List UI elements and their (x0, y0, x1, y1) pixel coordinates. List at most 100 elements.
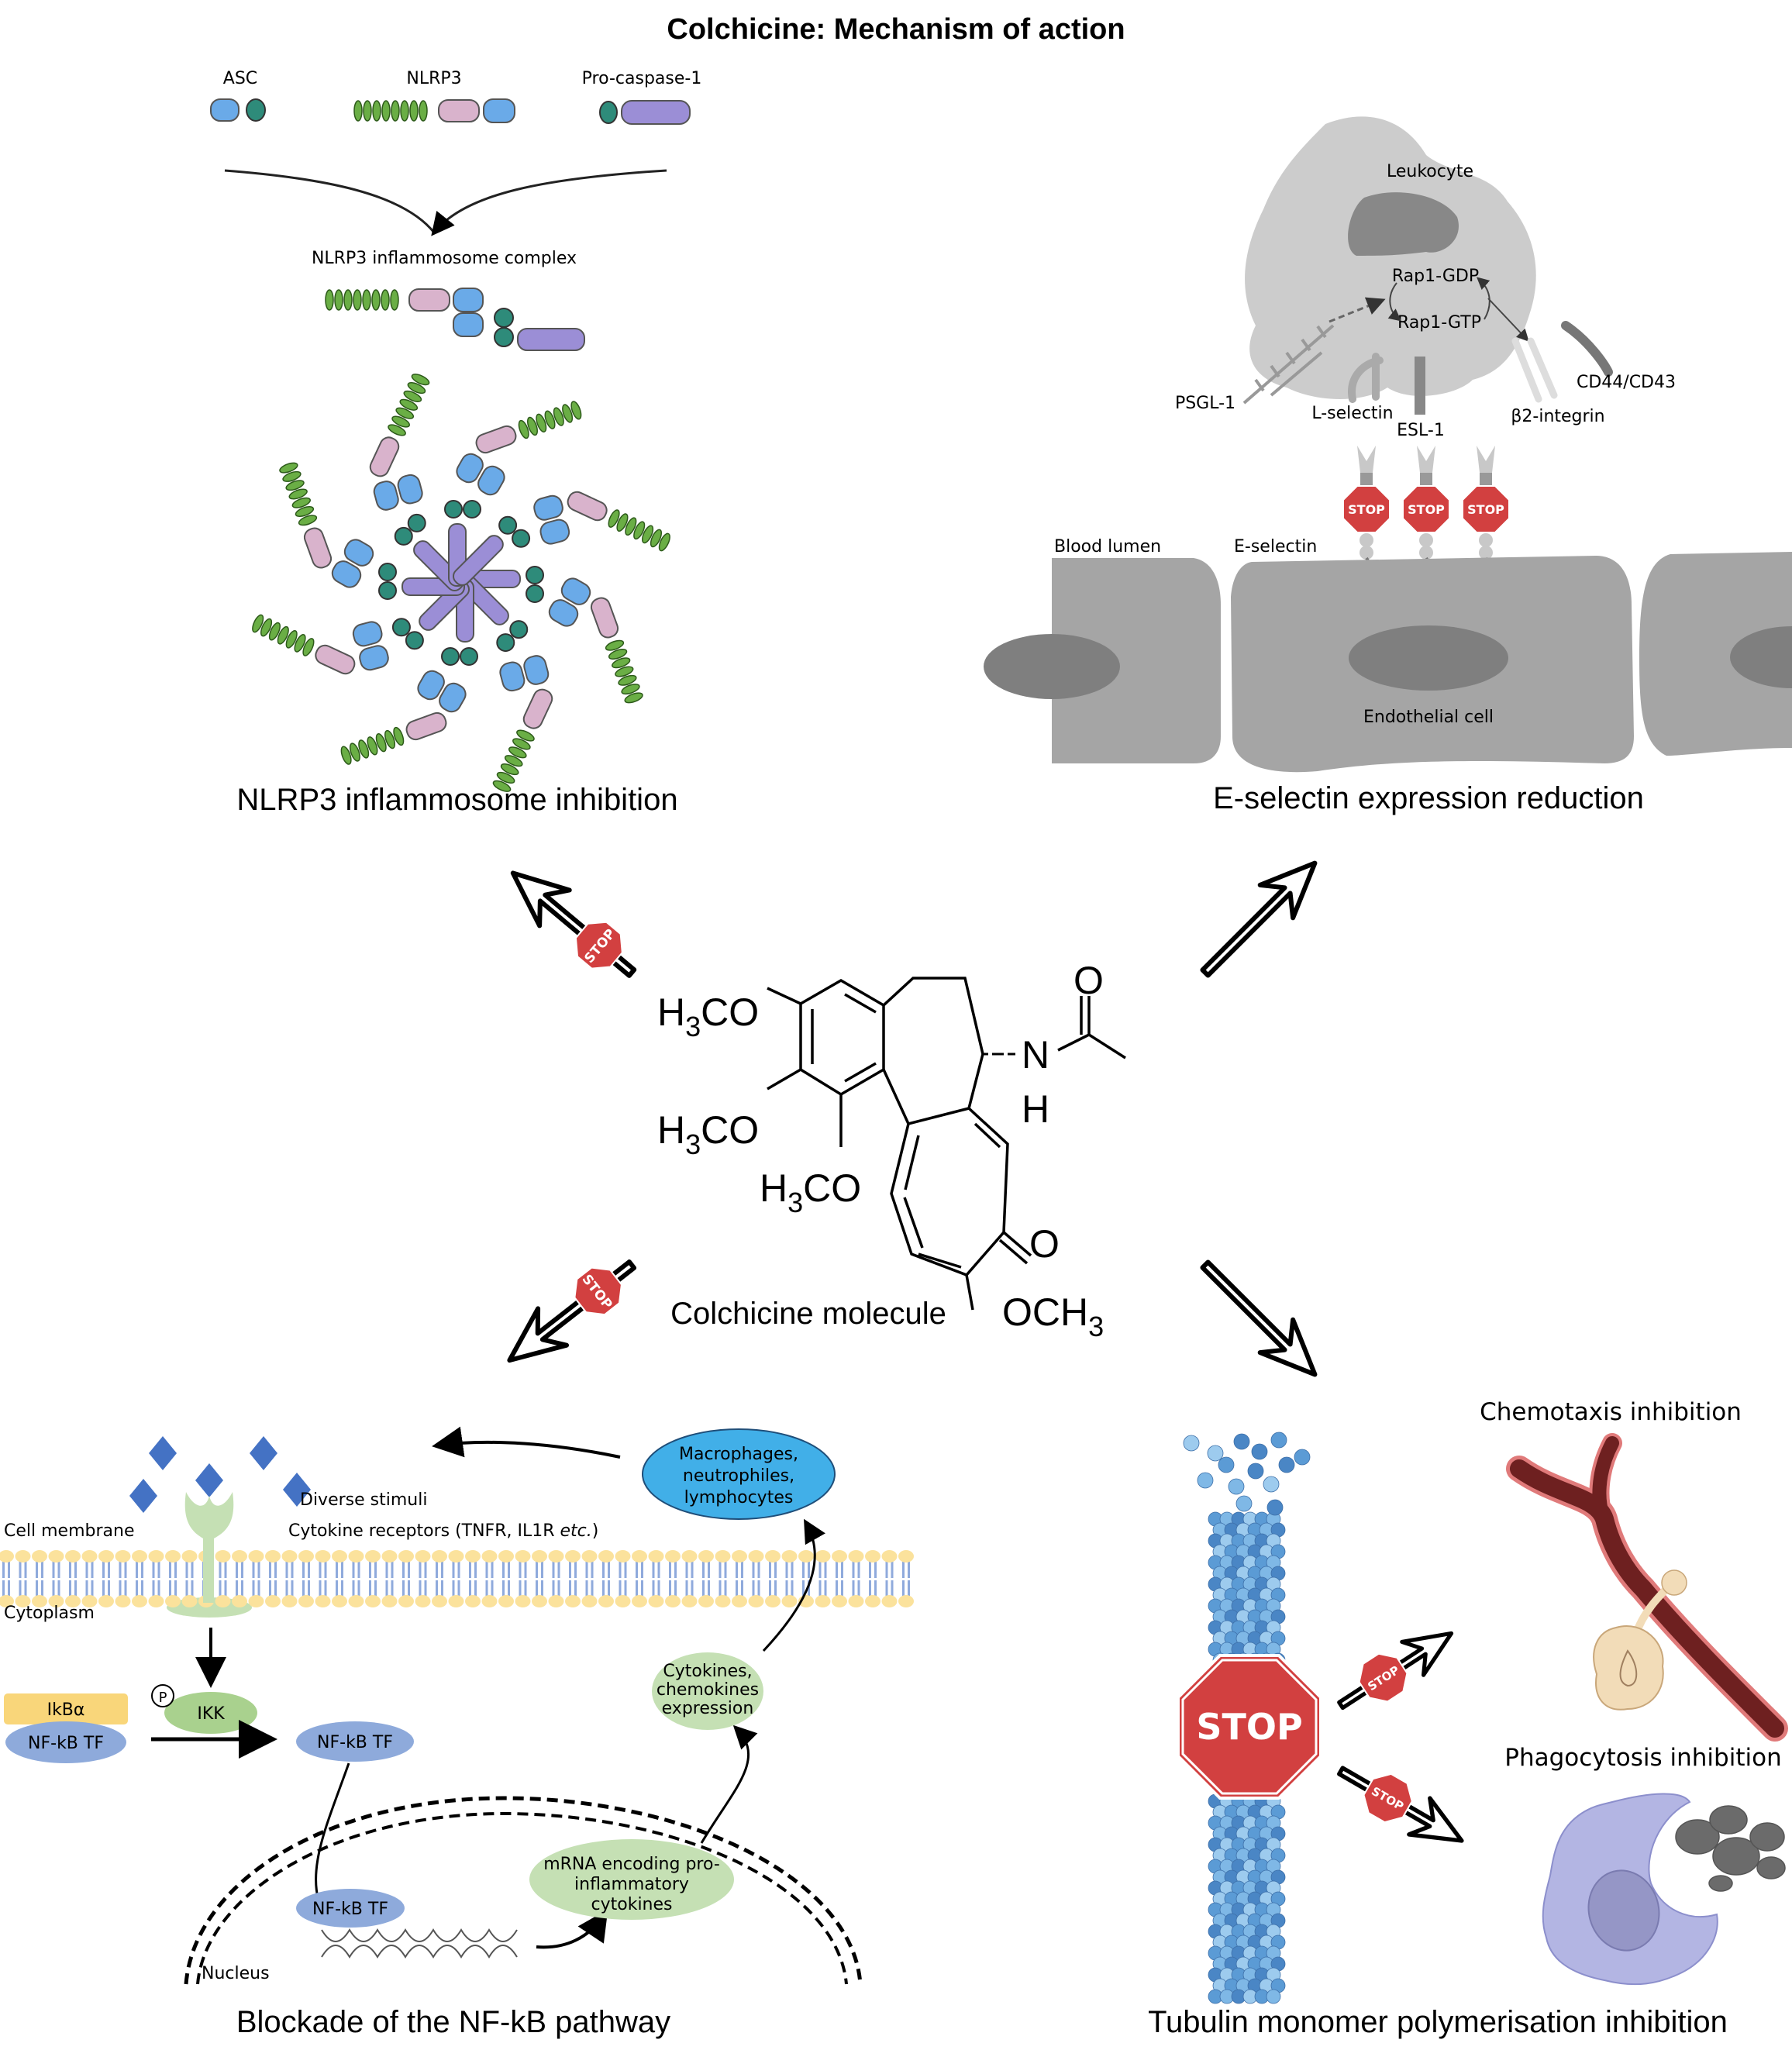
eselectin-label: E-selectin (1234, 537, 1317, 556)
arrow-to-chemotaxis: STOP (1328, 1614, 1463, 1724)
amide-hydrogen: H (1022, 1087, 1049, 1131)
asc-label: ASC (223, 69, 257, 88)
leukocyte-label: Leukocyte (1387, 162, 1473, 181)
leukocyte-nucleus (1348, 192, 1459, 256)
h3co-1: H3CO (657, 991, 759, 1042)
arrow-to-phagocytosis: STOP (1330, 1752, 1473, 1860)
colchicine-molecule (767, 977, 1126, 1311)
inflammasome-arm (279, 462, 465, 600)
stop-sign-icon: STOP (1462, 485, 1510, 533)
cytoplasm-label: Cytoplasm (4, 1604, 95, 1623)
stimuli-label: Diverse stimuli (300, 1490, 427, 1510)
nfkb-panel: Diverse stimuli Cell membrane Cytokine r… (0, 1426, 914, 2039)
mrna-node (529, 1839, 734, 1920)
eselectin-caption: E-selectin expression reduction (1213, 781, 1644, 815)
arrow-to-nfkb: STOP (495, 1246, 646, 1378)
ikk-node (164, 1692, 257, 1734)
phospho-label: P (159, 1690, 167, 1706)
nfkb-node-2 (296, 1721, 414, 1762)
cytokines-line2: chemokines (656, 1680, 759, 1700)
amide-oxygen: O (1073, 959, 1104, 1002)
esl1-receptor (1415, 357, 1425, 415)
dna-helix-icon (321, 1928, 518, 1959)
mrna-line2: inflammatory (574, 1875, 689, 1894)
receptors-label: Cytokine receptors (TNFR, IL1R etc.) (288, 1521, 598, 1541)
migrating-leukocyte (1593, 1569, 1687, 1711)
esl1-label: ESL-1 (1397, 421, 1445, 440)
phagocytosis-label: Phagocytosis inhibition (1504, 1744, 1781, 1772)
cytokines-line3: expression (662, 1699, 754, 1718)
complex-label: NLRP3 inflammosome complex (312, 249, 577, 268)
cytokine-receptor (184, 1492, 234, 1600)
ketone-oxygen: O (1029, 1222, 1060, 1266)
rap1-gtp-label: Rap1-GTP (1397, 313, 1481, 332)
svg-text:STOP: STOP (1348, 502, 1385, 517)
procaspase-label: Pro-caspase-1 (582, 69, 702, 88)
inflammasome-arm (444, 401, 582, 587)
ikba-label: IkBα (47, 1700, 85, 1720)
asc-protein (210, 98, 266, 122)
immune-cells-node (642, 1428, 836, 1520)
nfkb-label-1: NF-kB TF (28, 1734, 104, 1753)
endothelial-cell-right (1639, 552, 1792, 756)
chemotaxis-label: Chemotaxis inhibition (1480, 1398, 1742, 1426)
b2integrin-label: β2-integrin (1511, 407, 1604, 426)
svg-text:STOP: STOP (1196, 1706, 1302, 1748)
immune-cells-line3: lymphocytes (684, 1488, 794, 1507)
ikba-box (4, 1693, 128, 1724)
endothelial-cell-left (1052, 558, 1221, 763)
svg-text:STOP: STOP (1408, 502, 1445, 517)
inflammasome-arm (453, 491, 670, 586)
inflammasome-wheel (252, 374, 670, 792)
inflammasome-complex (325, 288, 585, 351)
nlrp3-label: NLRP3 (406, 69, 461, 88)
nfkb-caption: Blockade of the NF-kB pathway (236, 2005, 670, 2039)
endothelial-label: Endothelial cell (1363, 708, 1494, 727)
nitrogen-atom: N (1022, 1033, 1049, 1077)
mrna-line1: mRNA encoding pro- (543, 1855, 720, 1874)
b2integrin-receptor (1511, 337, 1558, 403)
nfkb-label-2: NF-kB TF (317, 1733, 393, 1752)
lselectin-receptor (1348, 353, 1384, 403)
psgl1-receptor (1242, 324, 1335, 405)
arrow-to-nlrp3: STOP (498, 855, 647, 991)
h3co-3: H3CO (760, 1166, 861, 1218)
molecule-caption: Colchicine molecule (670, 1297, 946, 1331)
blood-vessel (1506, 1433, 1788, 1742)
arrow-to-eselectin (1189, 846, 1332, 989)
cd44-label: CD44/CD43 (1577, 373, 1676, 392)
inflammasome-arm (458, 574, 553, 792)
nlrp3-protein (353, 98, 515, 123)
arrow-to-tubulin (1189, 1249, 1332, 1391)
psgl1-label: PSGL-1 (1175, 394, 1235, 413)
h3co-2: H3CO (657, 1108, 759, 1160)
phospho-icon (151, 1684, 174, 1707)
inflammasome-arm (457, 566, 643, 704)
inflammasome-arm (369, 374, 464, 591)
procaspase-protein (599, 100, 691, 125)
ikk-label: IKK (197, 1704, 225, 1724)
molecule-labels: H3CO H3CO H3CO OCH3 N O H O Colchicine m… (657, 959, 1104, 1342)
eselectin-molecule: STOP (1402, 446, 1450, 606)
mrna-line3: cytokines (591, 1895, 673, 1914)
lselectin-label: L-selectin (1311, 404, 1393, 423)
nfkb-node-3 (296, 1889, 405, 1928)
eselectin-molecule: STOP (1462, 446, 1510, 606)
ligand-diamonds (129, 1436, 311, 1513)
nucleus-label: Nucleus (202, 1964, 270, 1983)
cell-membrane (0, 1549, 914, 1607)
nfkb-label-3: NF-kB TF (312, 1900, 388, 1919)
debris (1675, 1805, 1786, 1892)
rap1-gdp-label: Rap1-GDP (1392, 267, 1479, 286)
nlrp3-caption: NLRP3 inflammosome inhibition (236, 783, 677, 817)
tubulin-panel: STOP STOP STOP Chemotaxis inhibition Pha… (1148, 1398, 1788, 2039)
figure-title: Colchicine: Mechanism of action (667, 13, 1125, 46)
nfkb-node-1 (5, 1721, 126, 1763)
inflammasome-arm (340, 579, 478, 765)
cd44-receptor (1561, 321, 1613, 377)
svg-text:STOP: STOP (1467, 502, 1504, 517)
immune-cells-line2: neutrophiles, (683, 1466, 794, 1486)
och3: OCH3 (1002, 1290, 1104, 1342)
eselectin-panel: Leukocyte Rap1-GDP Rap1-GTP PSGL-1 L-sel… (984, 116, 1792, 815)
